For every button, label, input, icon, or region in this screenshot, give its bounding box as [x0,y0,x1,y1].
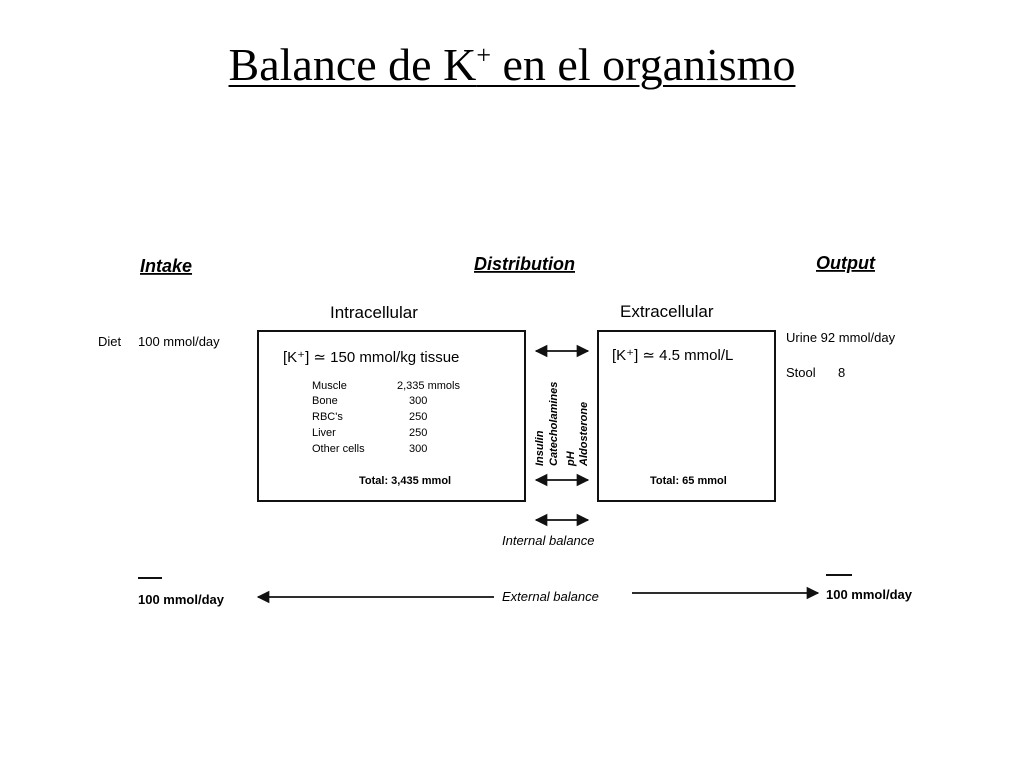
intracellular-label: Intracellular [330,303,418,322]
regulator-aldosterone: Aldosterone [578,402,590,467]
stool-label: Stool [786,365,816,380]
external-left-value: 100 mmol/day [138,592,225,607]
extracellular-total: Total: 65 mmol [650,475,727,487]
internal-balance-label: Internal balance [502,533,595,548]
row-name-muscle: Muscle [312,380,347,392]
intracellular-concentration: [K⁺] ≃ 150 mmol/kg tissue [283,349,459,366]
title-suffix: en el organismo [490,39,796,90]
extracellular-label: Extracellular [620,302,714,321]
external-right-value: 100 mmol/day [826,587,913,602]
extracellular-box [597,330,776,502]
slide-title: Balance de K+ en el organismo [0,38,1024,91]
heading-intake: Intake [140,256,192,276]
urine-output: Urine 92 mmol/day [786,330,896,345]
row-value-liver: 250 [409,427,427,439]
title-text: Balance de K+ en el organismo [229,39,796,90]
regulator-insulin: Insulin [534,430,546,466]
external-balance-label: External balance [502,589,599,604]
diet-value: 100 mmol/day [138,334,220,349]
intracellular-table: Muscle 2,335 mmols Bone 300 RBC's 250 Li… [312,380,460,455]
row-value-bone: 300 [409,395,427,407]
row-value-muscle: 2,335 mmols [397,380,460,392]
regulator-catecholamines: Catecholamines [548,382,560,466]
row-name-rbcs: RBC's [312,411,343,423]
intracellular-box [257,330,526,502]
heading-output: Output [816,253,876,273]
row-name-other-cells: Other cells [312,443,365,455]
title-superscript: + [476,40,491,70]
intracellular-total: Total: 3,435 mmol [359,475,451,487]
regulators: Insulin Catecholamines pH Aldosterone [534,382,590,467]
title-prefix: Balance de K [228,39,477,90]
diet-label: Diet [98,334,122,349]
row-value-other-cells: 300 [409,443,427,455]
row-name-bone: Bone [312,395,338,407]
row-name-liver: Liver [312,427,336,439]
regulator-ph: pH [565,450,577,467]
heading-distribution: Distribution [474,254,575,274]
row-value-rbcs: 250 [409,411,427,423]
extracellular-concentration: [K⁺] ≃ 4.5 mmol/L [612,347,733,364]
stool-value: 8 [838,365,845,380]
